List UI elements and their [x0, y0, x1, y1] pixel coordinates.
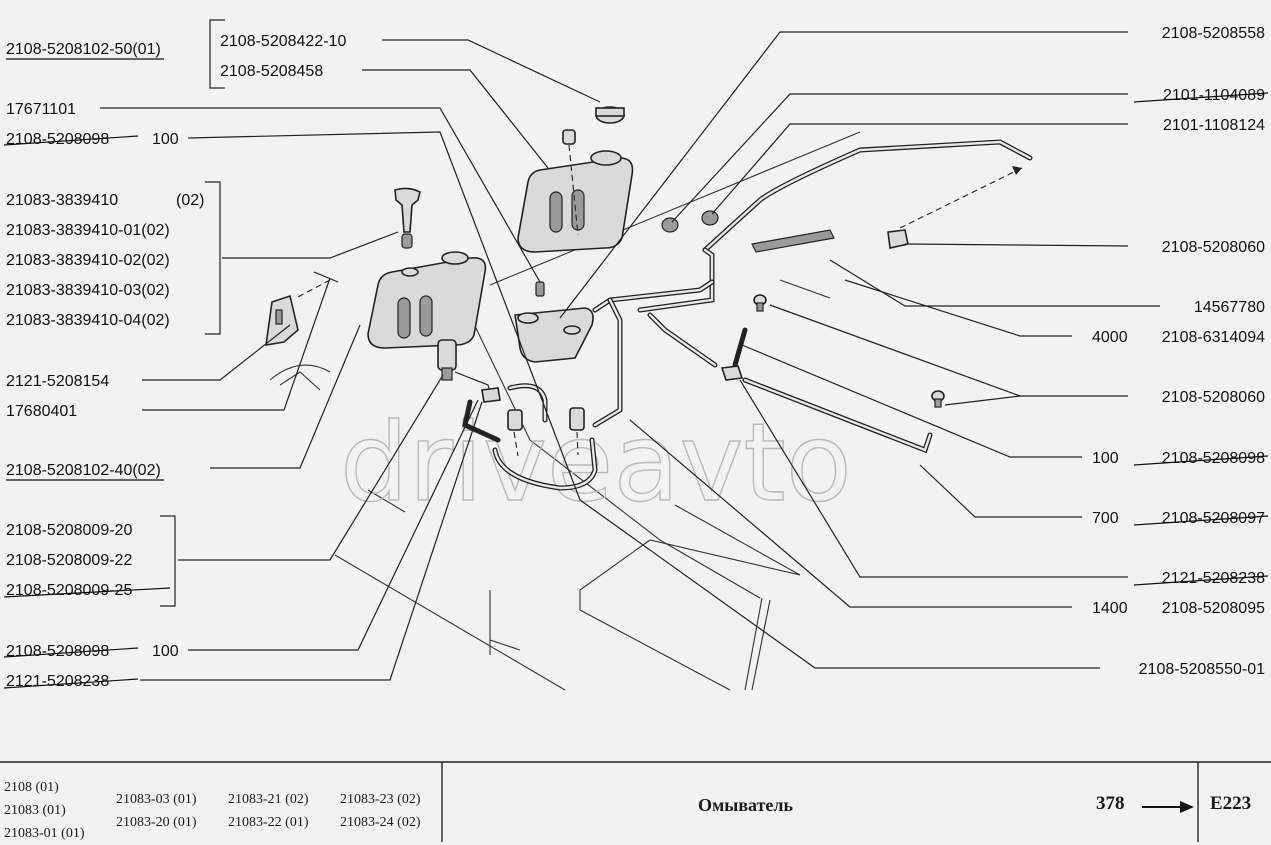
grommet-b: [701, 210, 719, 226]
right-label-part-number: 2108-5208558: [1162, 25, 1265, 42]
label-pump-1: 2108-5208009-20: [6, 522, 132, 539]
model-item: 21083 (01): [4, 803, 66, 818]
right-label-length: 700: [1092, 510, 1119, 527]
strike-hose-bottom: [3, 647, 139, 658]
models-col-3: 21083-21 (02) 21083-22 (01): [228, 788, 309, 834]
right-label-part-number: 2108-5208097: [1162, 510, 1265, 527]
right-labels: 2108-5208558 2101-1104089 2101-1108124 2108…: [1092, 25, 1269, 678]
tee-right: [720, 365, 744, 381]
model-item: 21083-03 (01): [116, 792, 197, 807]
page-code: E223: [1210, 793, 1252, 814]
right-label-part-number: 2101-1108124: [1163, 117, 1265, 134]
right-label-part-number: 2108-5208060: [1162, 389, 1265, 406]
nozzle-a: [507, 409, 523, 457]
right-label-part-number: 2121-5208238: [1162, 570, 1265, 587]
footer-models: 2108 (01) 21083 (01) 21083-01 (01) 21083…: [0, 770, 442, 842]
group-brackets: [160, 19, 225, 607]
hose-network: [454, 139, 1033, 491]
tee-left: [481, 387, 501, 403]
label-bracket: 2121-5208154: [6, 373, 109, 390]
tank-cap-part: [595, 106, 625, 124]
right-label-part-number: 2108-5208095: [1162, 600, 1265, 617]
strike-pump-3: [3, 587, 171, 598]
models-col-1: 2108 (01) 21083 (01) 21083-01 (01): [4, 776, 85, 845]
label-pump-2: 2108-5208009-22: [6, 552, 132, 569]
right-label-part-number: 2108-6314094: [1162, 329, 1265, 346]
strike-hose-top: [3, 135, 139, 146]
models-col-4: 21083-23 (02) 21083-24 (02): [340, 788, 421, 834]
label-motor-3: 21083-3839410-02(02): [6, 252, 170, 269]
right-label-part-number: 14567780: [1194, 299, 1265, 316]
models-col-2: 21083-03 (01) 21083-20 (01): [116, 788, 197, 834]
label-motor-2: 21083-3839410-01(02): [6, 222, 170, 239]
label-tank-assy-01: 2108-5208102-50(01): [6, 41, 161, 58]
nozzle-b: [569, 407, 585, 456]
leader-lines: [100, 31, 1160, 681]
washer-pump-part: [394, 187, 421, 249]
model-item: 21083-21 (02): [228, 792, 309, 807]
right-label-part-number: 2108-5208098: [1162, 450, 1265, 467]
label-motor-tag: (02): [176, 192, 204, 209]
grommet-a: [661, 217, 679, 233]
nozzle-mid: [753, 294, 767, 312]
central-reservoir: [514, 281, 594, 363]
label-clip-2: 17680401: [6, 403, 77, 420]
nozzle-low: [931, 390, 945, 408]
right-label-length: 4000: [1092, 329, 1128, 346]
arrow-right-icon: [1142, 801, 1194, 813]
model-item: 21083-23 (02): [340, 792, 421, 807]
footer-title: Омыватель: [698, 795, 794, 815]
label-tank-assy-02: 2108-5208102-40(02): [6, 462, 161, 479]
model-item: 21083-01 (01): [4, 826, 85, 841]
footer-frame: [0, 761, 1271, 842]
left-labels: 2108-5208102-50(01) 2108-5208422-10 2108…: [3, 33, 346, 690]
label-motor-4: 21083-3839410-03(02): [6, 282, 170, 299]
bracket-part: [265, 271, 339, 346]
washer-tank-upper: [517, 150, 634, 253]
label-motor-5: 21083-3839410-04(02): [6, 312, 170, 329]
motor-left: [437, 339, 457, 381]
nozzle-top: [887, 166, 1023, 249]
label-hose-top: 2108-5208098: [6, 131, 109, 148]
strike-mark: [1133, 515, 1269, 526]
label-hose-bottom-len: 100: [152, 643, 179, 660]
car-body-outline: [269, 131, 861, 691]
label-cap-2: 2108-5208458: [220, 63, 323, 80]
label-hose-bottom: 2108-5208098: [6, 643, 109, 660]
tank-filler-part: [562, 129, 579, 236]
model-item: 21083-22 (01): [228, 815, 309, 830]
page-number: 378: [1096, 793, 1125, 814]
right-label-length: 100: [1092, 450, 1119, 467]
strike-tee-bottom: [3, 678, 139, 689]
label-cap-1: 2108-5208422-10: [220, 33, 346, 50]
right-label-length: 1400: [1092, 600, 1128, 617]
label-hose-top-len: 100: [152, 131, 179, 148]
strike-mark: [1133, 92, 1269, 103]
model-item: 21083-20 (01): [116, 815, 197, 830]
strap-part: [751, 229, 835, 253]
strike-mark: [1133, 575, 1269, 586]
model-item: 2108 (01): [4, 780, 59, 795]
right-label-part-number: 2108-5208060: [1162, 239, 1265, 256]
right-label-part-number: 2101-1104089: [1163, 87, 1265, 104]
washer-tank-lower: [367, 251, 487, 349]
right-label-part-number: 2108-5208550-01: [1139, 661, 1265, 678]
label-clip-1: 17671101: [6, 101, 76, 118]
strike-mark: [1133, 455, 1269, 466]
model-item: 21083-24 (02): [340, 815, 421, 830]
label-motor-1: 21083-3839410: [6, 192, 118, 209]
